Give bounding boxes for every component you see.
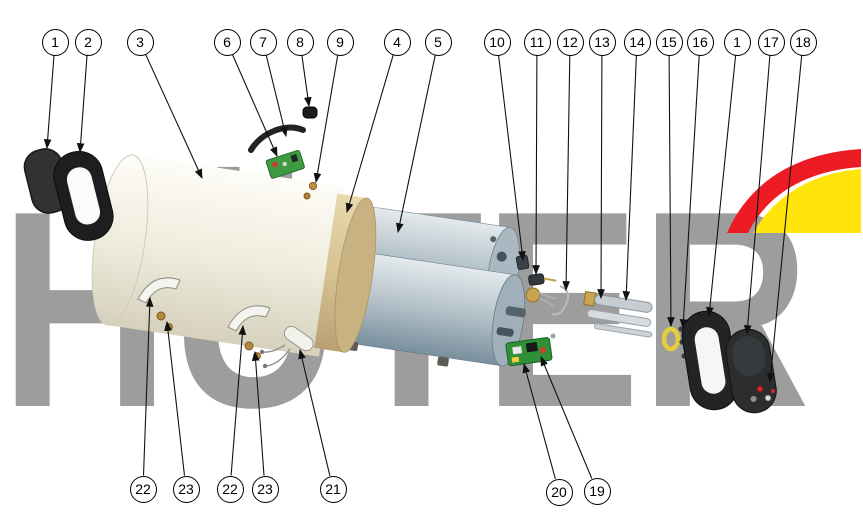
callout-arrow-12 bbox=[597, 55, 605, 300]
callout-arrow-10 bbox=[532, 55, 540, 276]
callout-arrow-14 bbox=[667, 55, 675, 328]
indicator-parts bbox=[756, 385, 775, 402]
heating-element-1 bbox=[594, 294, 653, 313]
callout-arrow-18 bbox=[767, 55, 803, 384]
callout-arrows bbox=[43, 54, 803, 480]
callout-arrow-7 bbox=[345, 54, 394, 214]
right-cover bbox=[725, 328, 777, 414]
logo-yellow-swoosh bbox=[753, 169, 861, 233]
callout-arrow-15 bbox=[679, 55, 700, 330]
outlet-pipe bbox=[505, 306, 526, 318]
inner-tanks bbox=[331, 202, 526, 367]
callout-arrow-20 bbox=[164, 320, 186, 476]
thermostat bbox=[528, 273, 557, 286]
callout-arrow-0 bbox=[43, 55, 55, 150]
callout-arrow-21 bbox=[230, 324, 247, 476]
callout-arrow-17 bbox=[743, 55, 771, 336]
callout-arrow-13 bbox=[622, 55, 637, 302]
rubber-grommet bbox=[302, 106, 318, 119]
wire-clip bbox=[551, 284, 570, 316]
left-cover-frame bbox=[53, 150, 114, 241]
element-flange bbox=[525, 287, 557, 313]
yellow-gasket bbox=[661, 326, 681, 352]
bracket-1 bbox=[137, 277, 181, 304]
callout-arrow-2 bbox=[145, 54, 203, 180]
callout-arrow-1 bbox=[76, 55, 88, 154]
inner-tank-lower bbox=[331, 249, 526, 367]
brand-logo bbox=[727, 149, 861, 233]
screws-top bbox=[303, 181, 318, 200]
callout-arrow-24 bbox=[522, 362, 556, 480]
callout-arrow-8 bbox=[396, 55, 436, 234]
callout-arrow-11 bbox=[562, 55, 571, 292]
capacitor bbox=[259, 325, 314, 369]
callout-arrow-25 bbox=[540, 355, 593, 479]
tank-valve-icon bbox=[496, 251, 507, 262]
heating-elements bbox=[583, 290, 653, 338]
power-pcb-bottom bbox=[505, 337, 553, 367]
control-pcb-top bbox=[265, 149, 305, 179]
callout-arrow-4 bbox=[265, 54, 288, 138]
cable-strip bbox=[248, 124, 306, 153]
heating-element-2 bbox=[586, 309, 652, 327]
callout-arrow-6 bbox=[313, 55, 339, 184]
inlet-pipe bbox=[496, 327, 514, 337]
callout-arrow-16 bbox=[706, 55, 737, 318]
relay-block bbox=[525, 341, 538, 353]
callout-arrow-19 bbox=[142, 296, 154, 476]
insulation-ring bbox=[314, 193, 377, 353]
outer-tank-shell bbox=[91, 154, 345, 357]
callout-arrow-5 bbox=[301, 55, 312, 108]
callout-arrow-23 bbox=[298, 348, 331, 477]
anode-rod bbox=[593, 323, 653, 338]
callout-arrow-9 bbox=[498, 55, 526, 262]
bracket-2 bbox=[227, 305, 271, 332]
right-cover-frame bbox=[681, 310, 739, 411]
callout-arrow-3 bbox=[231, 54, 278, 158]
callout-arrow-22 bbox=[251, 350, 265, 476]
logo-red-swoosh bbox=[727, 149, 861, 233]
